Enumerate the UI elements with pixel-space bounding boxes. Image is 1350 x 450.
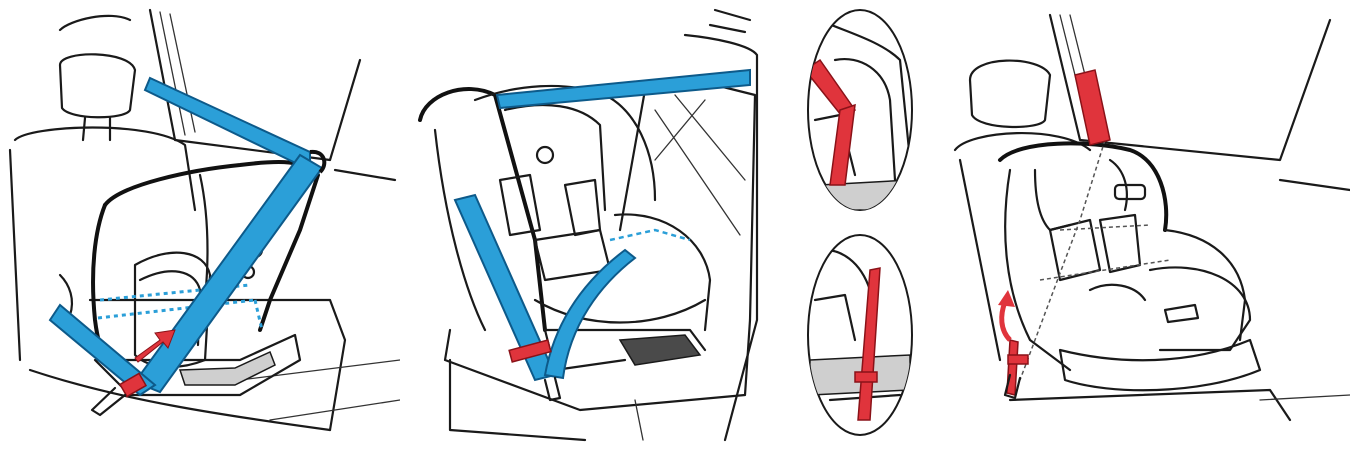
shoulder-belt-diagonal (543, 248, 637, 380)
panel-forward-facing-install (405, 0, 795, 450)
floor-line (239, 359, 400, 381)
arrow-up-icon (999, 301, 1012, 342)
lap-belt-lower (1006, 339, 1019, 396)
shoulder-pad-right (563, 178, 602, 237)
floor-line-2 (269, 399, 400, 421)
panel-belt-routing-details (800, 0, 930, 450)
harness-install-illustration (953, 13, 1350, 422)
shoulder-pad-left (498, 173, 542, 237)
door-line (1278, 178, 1350, 192)
base-shadow (618, 334, 702, 366)
headrest (968, 59, 1052, 128)
child-seat-cushion (1148, 266, 1252, 352)
vehicle-seat-edge (958, 158, 1002, 362)
headrest-wing-left (1033, 168, 1072, 232)
child-seat-head (998, 141, 1169, 232)
window-frame (1048, 13, 1332, 162)
floor-line (1259, 394, 1350, 401)
window-pillar (159, 11, 196, 136)
buckle-icon (1007, 354, 1029, 365)
harness-slot (1113, 183, 1147, 201)
child-seat-armrest (1163, 228, 1247, 342)
child-seat-front-edge (533, 298, 707, 324)
child-seat-base (543, 328, 707, 352)
shoulder-belt-diagonal (133, 153, 324, 394)
vehicle-seat-cushion (443, 318, 752, 412)
detail-bottom-icon (807, 234, 913, 436)
shoulder-belt-upper (1074, 69, 1111, 146)
hidden-belt-path-2 (97, 298, 256, 320)
vehicle-roof-line (58, 14, 132, 32)
roof-marks (708, 8, 752, 34)
child-seat-side (418, 87, 547, 332)
headrest-button (535, 145, 555, 165)
vehicle-seat-back (618, 78, 757, 322)
cushion-seam (634, 399, 644, 441)
lap-belt (48, 303, 157, 397)
hidden-belt-path-1 (99, 283, 251, 302)
child-seat-inner-2 (138, 270, 202, 347)
crotch-buckle-area (1088, 283, 1147, 302)
vehicle-seat-cushion (1008, 388, 1292, 422)
belt-routing-details-illustration (807, 9, 913, 436)
child-seat-base (1058, 338, 1262, 392)
headrest-posts (81, 116, 112, 142)
detail-top-icon (807, 9, 913, 211)
headrest (58, 53, 137, 119)
buckle-tongue (90, 386, 127, 417)
rear-facing-illustration (8, 8, 400, 432)
arrow-up-head (998, 290, 1015, 307)
base-shade (178, 350, 276, 386)
child-seat-side-inner (433, 128, 487, 332)
buckle-icon (118, 372, 148, 398)
hidden-belt-path-1 (1019, 139, 1106, 381)
cushion-front (28, 368, 332, 432)
buckle-tongue (543, 376, 562, 402)
hidden-belt-path (609, 228, 691, 242)
panel-harness-install (940, 0, 1350, 450)
hidden-belt-path-2 (1059, 224, 1151, 231)
seat-back-texture (654, 94, 746, 236)
buckle-icon (508, 339, 552, 363)
vehicle-seat-edge (8, 148, 22, 362)
headrest-wing-right (1108, 158, 1128, 212)
shoulder-pad-right (1098, 213, 1142, 274)
shoulder-belt-upper (495, 68, 751, 110)
child-seat-headrest-inner (503, 103, 607, 212)
belt-guide-hook (309, 149, 327, 174)
buckle-tongue (1003, 373, 1022, 400)
hidden-belt-path-3 (253, 299, 264, 331)
cushion-front (448, 358, 587, 442)
window-frame (148, 8, 362, 162)
hidden-belt-path-3 (1039, 259, 1171, 281)
vehicle-seat-back (13, 126, 197, 212)
shoulder-belt-upper (143, 76, 311, 172)
cushion-tab (1163, 303, 1200, 324)
shoulder-pad-left (1048, 218, 1102, 282)
child-seat-side (1004, 168, 1072, 372)
door-line (333, 168, 397, 182)
arrow-up-icon (134, 329, 176, 363)
panel-rear-facing-install (0, 0, 400, 450)
child-seat-cushion-right (613, 213, 712, 332)
door-pillar (683, 33, 759, 442)
forward-facing-illustration (418, 8, 759, 442)
